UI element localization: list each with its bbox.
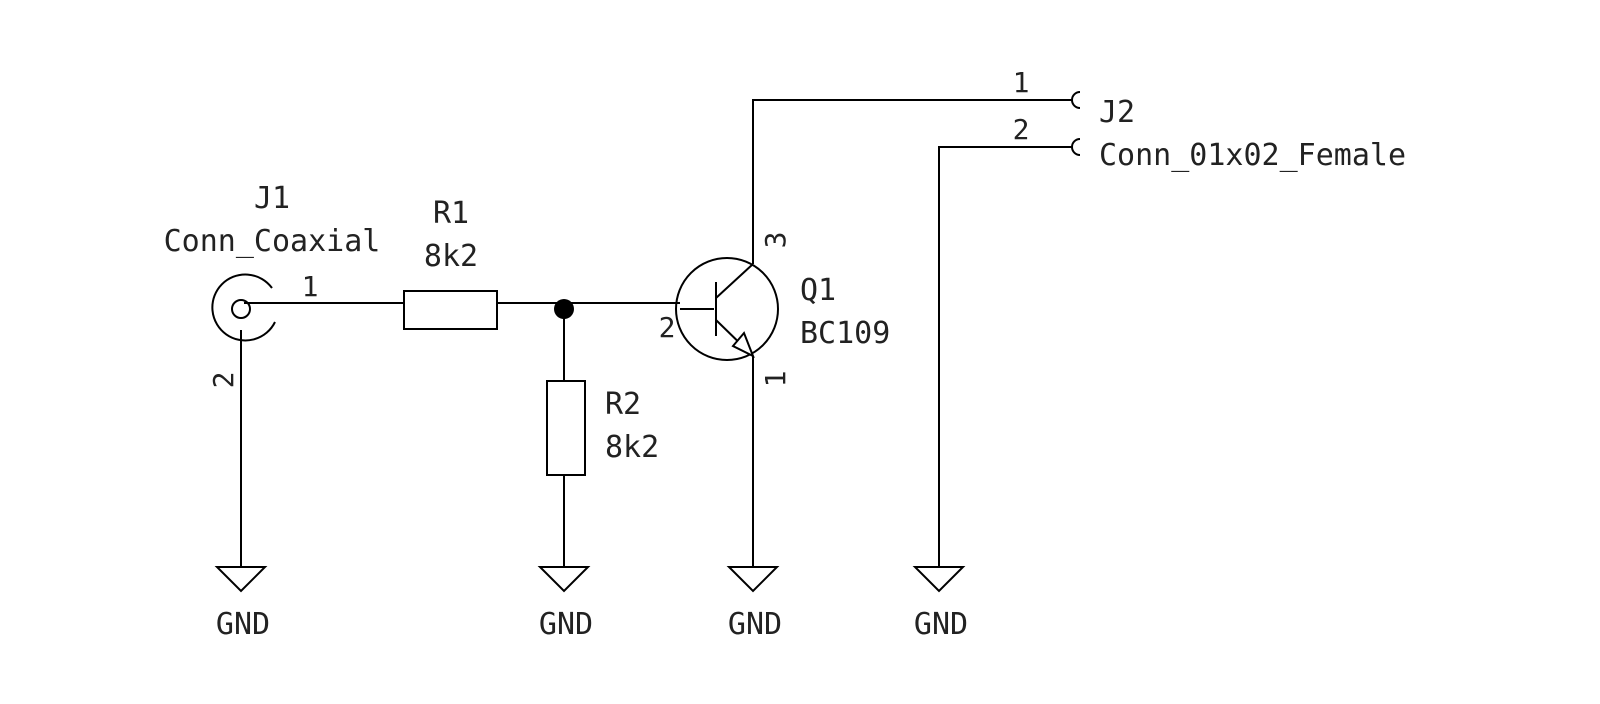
gnd-label-j1: GND xyxy=(216,607,270,642)
gnd-label-j2: GND xyxy=(914,607,968,642)
q1-pin-base-label: 2 xyxy=(659,311,676,344)
wire-j2-pin2-gnd xyxy=(938,146,1072,567)
r1-resistor-body[interactable] xyxy=(403,290,498,330)
j2-value-label: Conn_01x02_Female xyxy=(1099,138,1406,173)
ground-icon xyxy=(726,566,780,593)
q1-pin-collector-label: 3 xyxy=(759,232,792,249)
q1-transistor[interactable] xyxy=(675,257,779,361)
wire-q1-collector-j2 xyxy=(752,99,1072,264)
j1-pin2-label: 2 xyxy=(207,372,240,389)
j1-coax-connector[interactable] xyxy=(211,273,276,342)
j2-pin1-label: 1 xyxy=(1013,66,1030,99)
r2-resistor-body[interactable] xyxy=(546,380,586,476)
r2-ref-label: R2 xyxy=(605,387,641,422)
r1-ref-label: R1 xyxy=(433,196,469,231)
gnd-label-q1: GND xyxy=(728,607,782,642)
wires xyxy=(240,99,1072,567)
ground-icon xyxy=(537,566,591,593)
emitter-arrow-icon xyxy=(731,331,755,359)
junction-dot xyxy=(554,299,574,319)
j1-value-label: Conn_Coaxial xyxy=(164,224,381,259)
gnd-symbols xyxy=(214,566,966,593)
j2-pin1-socket-icon xyxy=(1071,91,1081,109)
gnd-label-r2: GND xyxy=(539,607,593,642)
ground-icon xyxy=(214,566,268,593)
r2-value-label: 8k2 xyxy=(605,430,659,465)
q1-ref-label: Q1 xyxy=(800,273,836,308)
j2-pin2-socket-icon xyxy=(1071,138,1081,156)
j1-pin1-label: 1 xyxy=(302,270,319,303)
q1-value-label: BC109 xyxy=(800,316,890,351)
ground-icon xyxy=(912,566,966,593)
r1-value-label: 8k2 xyxy=(424,239,478,274)
coax-center-icon xyxy=(231,299,251,319)
j1-ref-label: J1 xyxy=(254,181,290,216)
coax-shield-icon xyxy=(211,273,276,342)
transistor-collector-lead xyxy=(715,263,754,299)
q1-pin-emitter-label: 1 xyxy=(759,371,792,388)
j2-ref-label: J2 xyxy=(1099,95,1135,130)
j2-connector[interactable] xyxy=(1071,91,1081,156)
transistor-envelope xyxy=(675,257,779,361)
j2-pin2-label: 2 xyxy=(1013,113,1030,146)
